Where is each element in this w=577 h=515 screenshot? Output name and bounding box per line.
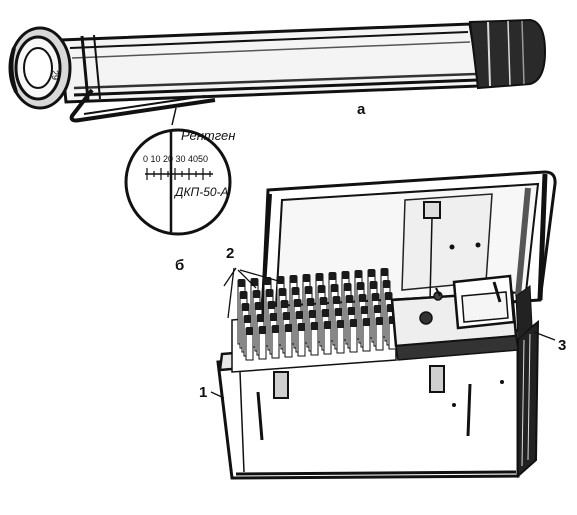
dosimeter-cap bbox=[252, 290, 261, 298]
dosimeter-cap bbox=[384, 292, 393, 300]
dosimeter-cap bbox=[293, 299, 302, 307]
scale-ticks bbox=[146, 168, 211, 180]
dosimeter-pen: 29 bbox=[8, 18, 547, 123]
scale-leader-line bbox=[171, 107, 177, 126]
dosimeter-cap bbox=[302, 274, 311, 282]
dosimeter-cap bbox=[345, 295, 354, 303]
dosimeter-cap bbox=[254, 302, 263, 310]
dosimeter-cap bbox=[271, 325, 280, 333]
label-case: 1 bbox=[199, 384, 207, 401]
dosimeter-cap bbox=[237, 279, 246, 287]
dosimeter-cap bbox=[280, 300, 289, 308]
dosimeter-cap bbox=[343, 283, 352, 291]
dosimeter-cap bbox=[291, 287, 300, 295]
dosimeter-cap bbox=[356, 282, 365, 290]
dosimeter-cap bbox=[315, 273, 324, 281]
dosimeter-cap bbox=[284, 324, 293, 332]
dosimeter-cap bbox=[380, 268, 389, 276]
dosimeter-cap bbox=[250, 278, 259, 286]
label-b: б bbox=[175, 257, 184, 274]
scale-title: Рентген bbox=[181, 128, 235, 143]
dosimeter-cap bbox=[278, 288, 287, 296]
dosimeter-cap bbox=[328, 272, 337, 280]
dosimeter-cap bbox=[332, 296, 341, 304]
dosimeter-cap bbox=[360, 306, 369, 314]
dosimeter-cap bbox=[369, 281, 378, 289]
dosimeter-cap bbox=[375, 317, 384, 325]
dosimeter-cap bbox=[304, 286, 313, 294]
dosimeter-cap bbox=[265, 289, 274, 297]
label-a: а bbox=[357, 101, 366, 118]
dosimeter-cap bbox=[323, 321, 332, 329]
dosimeter-cap bbox=[373, 305, 382, 313]
dosimeter-cap bbox=[321, 309, 330, 317]
dosimeter-cap bbox=[297, 323, 306, 331]
dosimeter-serial: 29 bbox=[50, 70, 60, 80]
dosimeter-cap bbox=[382, 280, 391, 288]
dosimeter-cap bbox=[349, 319, 358, 327]
scale-view: Рентген 0 10 20 30 4050 ДКП-50-А bbox=[124, 128, 235, 236]
dosimeter-cap bbox=[362, 318, 371, 326]
charger-unit bbox=[390, 274, 533, 361]
scale-numbers: 0 10 20 30 4050 bbox=[143, 154, 208, 164]
dosimeter-cap bbox=[310, 322, 319, 330]
dosimeter-cap bbox=[282, 312, 291, 320]
dosimeter-cap bbox=[269, 313, 278, 321]
dosimeter-cap bbox=[336, 320, 345, 328]
label-dosimeters: 2 bbox=[226, 245, 234, 262]
dosimeter-cap bbox=[334, 308, 343, 316]
dosimeter-cap bbox=[245, 327, 254, 335]
dosimeter-cap bbox=[367, 269, 376, 277]
dosimeter-cap bbox=[243, 315, 252, 323]
dosimeter-cap bbox=[330, 284, 339, 292]
scale-model: ДКП-50-А bbox=[173, 185, 229, 199]
dosimeter-cap bbox=[241, 303, 250, 311]
dosimeter-cap bbox=[239, 291, 248, 299]
dosimeter-rack bbox=[231, 268, 397, 373]
dosimeter-cap bbox=[295, 311, 304, 319]
dosimeter-cap bbox=[358, 294, 367, 302]
dosimeter-cap bbox=[319, 297, 328, 305]
dosimeter-cap bbox=[276, 276, 285, 284]
dosimeter-cap bbox=[317, 285, 326, 293]
dosimeter-cap bbox=[258, 326, 267, 334]
label-charger: 3 bbox=[558, 337, 566, 354]
dosimeter-cap bbox=[354, 270, 363, 278]
dosimeter-cap bbox=[347, 307, 356, 315]
dosimeter-cap bbox=[306, 298, 315, 306]
dosimeter-case bbox=[216, 170, 557, 480]
dosimeter-cap bbox=[308, 310, 317, 318]
dosimeter-cap bbox=[256, 314, 265, 322]
leader-lines bbox=[210, 267, 556, 399]
dosimeter-cap bbox=[267, 301, 276, 309]
dosimeter-cap bbox=[341, 271, 350, 279]
dosimeter-cap bbox=[371, 293, 380, 301]
dosimeter-cap bbox=[289, 275, 298, 283]
